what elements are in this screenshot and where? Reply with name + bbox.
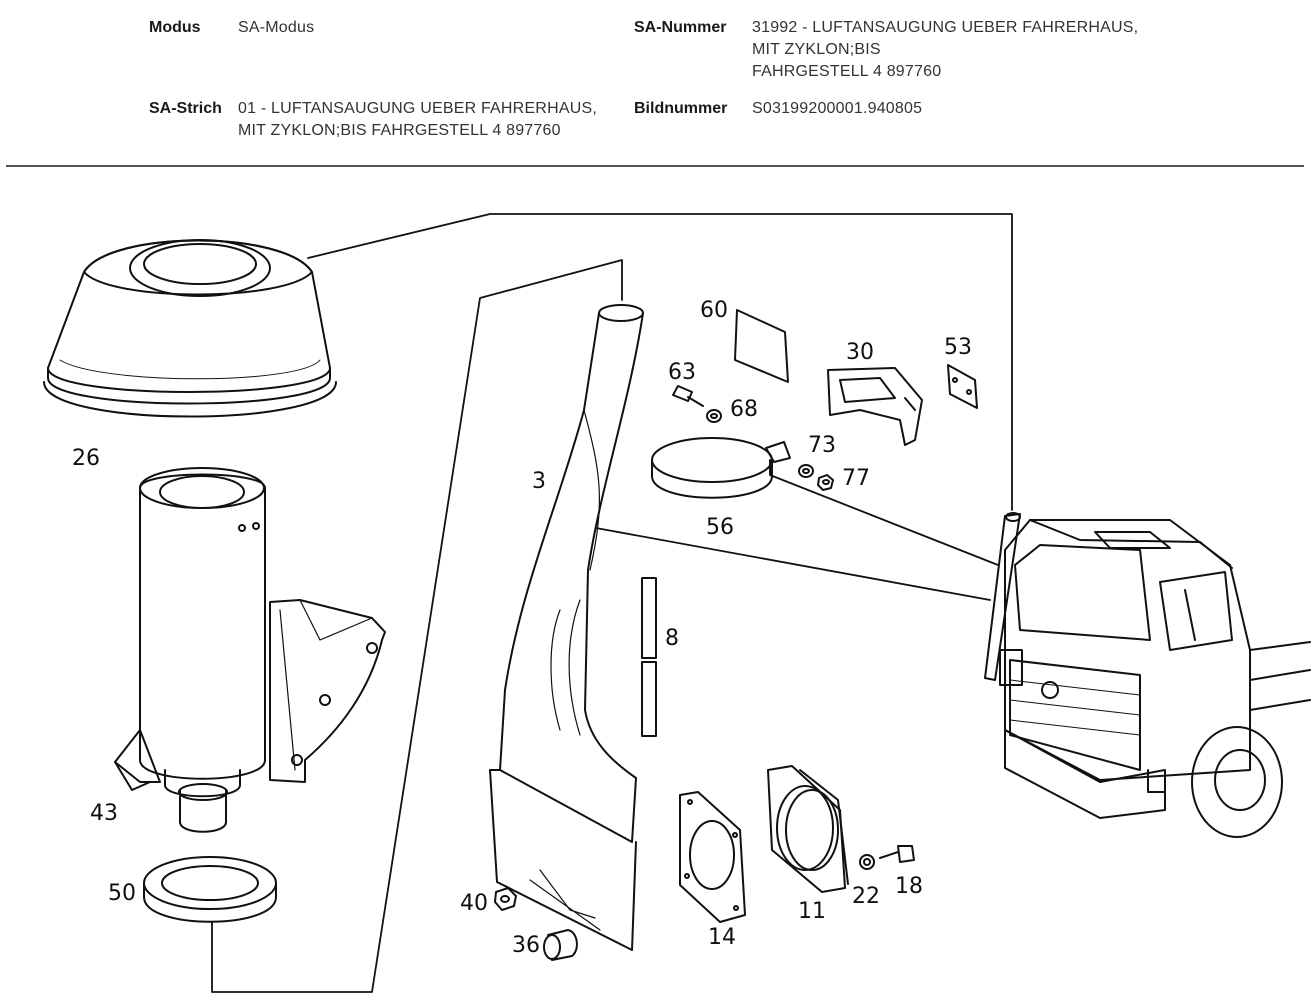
- part-label-22: 22: [852, 884, 880, 909]
- bracket-30: [827, 367, 923, 446]
- part-label-18: 18: [895, 874, 923, 899]
- gasket-14: [679, 791, 746, 923]
- bushing-36: [543, 929, 578, 961]
- part-label-53: 53: [944, 335, 972, 360]
- flange-11: [767, 765, 849, 893]
- part-label-43: 43: [90, 801, 118, 826]
- modus-label: Modus: [149, 19, 201, 36]
- parts-diagram: 26 43 50 3 60 63 68 30 53 73 77 56 8 40 …: [43, 213, 1311, 993]
- part-label-36: 36: [512, 933, 540, 958]
- washer-68: [706, 409, 722, 423]
- bolt-18: [879, 845, 915, 863]
- part-label-73: 73: [808, 433, 836, 458]
- part-label-50: 50: [108, 881, 136, 906]
- sa-nummer-line-3: FAHRGESTELL 4 897760: [752, 63, 942, 80]
- part-label-14: 14: [708, 925, 736, 950]
- part-label-60: 60: [700, 298, 728, 323]
- modus-value: SA-Modus: [238, 19, 315, 36]
- part-label-56: 56: [706, 515, 734, 540]
- part-label-26: 26: [72, 446, 100, 471]
- part-label-40: 40: [460, 891, 488, 916]
- header-divider: [6, 165, 1304, 167]
- nut-77: [817, 474, 834, 491]
- bolt-63: [672, 385, 704, 407]
- sa-nummer-value: 31992 - LUFTANSAUGUNG UEBER FAHRERHAUS, …: [752, 17, 1138, 83]
- plate: [734, 309, 789, 383]
- intake-pipe: [489, 304, 644, 951]
- part-label-30: 30: [846, 340, 874, 365]
- sa-nummer-label: SA-Nummer: [634, 19, 727, 36]
- washer-22: [859, 854, 875, 870]
- plate-53: [947, 364, 978, 409]
- air-filter-cover: [43, 239, 337, 418]
- clamp-band: [651, 437, 791, 499]
- part-label-63: 63: [668, 360, 696, 385]
- part-label-8: 8: [665, 626, 679, 651]
- strips: [641, 577, 657, 737]
- bildnummer-value: S03199200001.940805: [752, 100, 923, 117]
- sealing-ring: [143, 856, 277, 923]
- part-label-3: 3: [532, 469, 546, 494]
- part-label-68: 68: [730, 397, 758, 422]
- nut-73: [798, 464, 814, 478]
- sa-strich-line-2: MIT ZYKLON;BIS FAHRGESTELL 4 897760: [238, 122, 561, 139]
- sa-nummer-line-2: MIT ZYKLON;BIS: [752, 41, 881, 58]
- nut-40: [494, 887, 517, 911]
- sa-nummer-line-1: 31992 - LUFTANSAUGUNG UEBER FAHRERHAUS,: [752, 19, 1139, 36]
- part-label-11: 11: [798, 899, 826, 924]
- assembly-frame-lines: [211, 213, 1013, 993]
- sa-strich-value: 01 - LUFTANSAUGUNG UEBER FAHRERHAUS, MIT…: [238, 98, 597, 142]
- truck-cab: [984, 512, 1311, 838]
- sa-strich-line-1: 01 - LUFTANSAUGUNG UEBER FAHRERHAUS,: [238, 100, 597, 117]
- sa-strich-label: SA-Strich: [149, 100, 222, 117]
- part-labels: 26 43 50 3 60 63 68 30 53 73 77 56 8 40 …: [72, 298, 972, 958]
- part-label-77: 77: [842, 466, 870, 491]
- bildnummer-label: Bildnummer: [634, 100, 728, 117]
- filter-housing: [114, 467, 386, 833]
